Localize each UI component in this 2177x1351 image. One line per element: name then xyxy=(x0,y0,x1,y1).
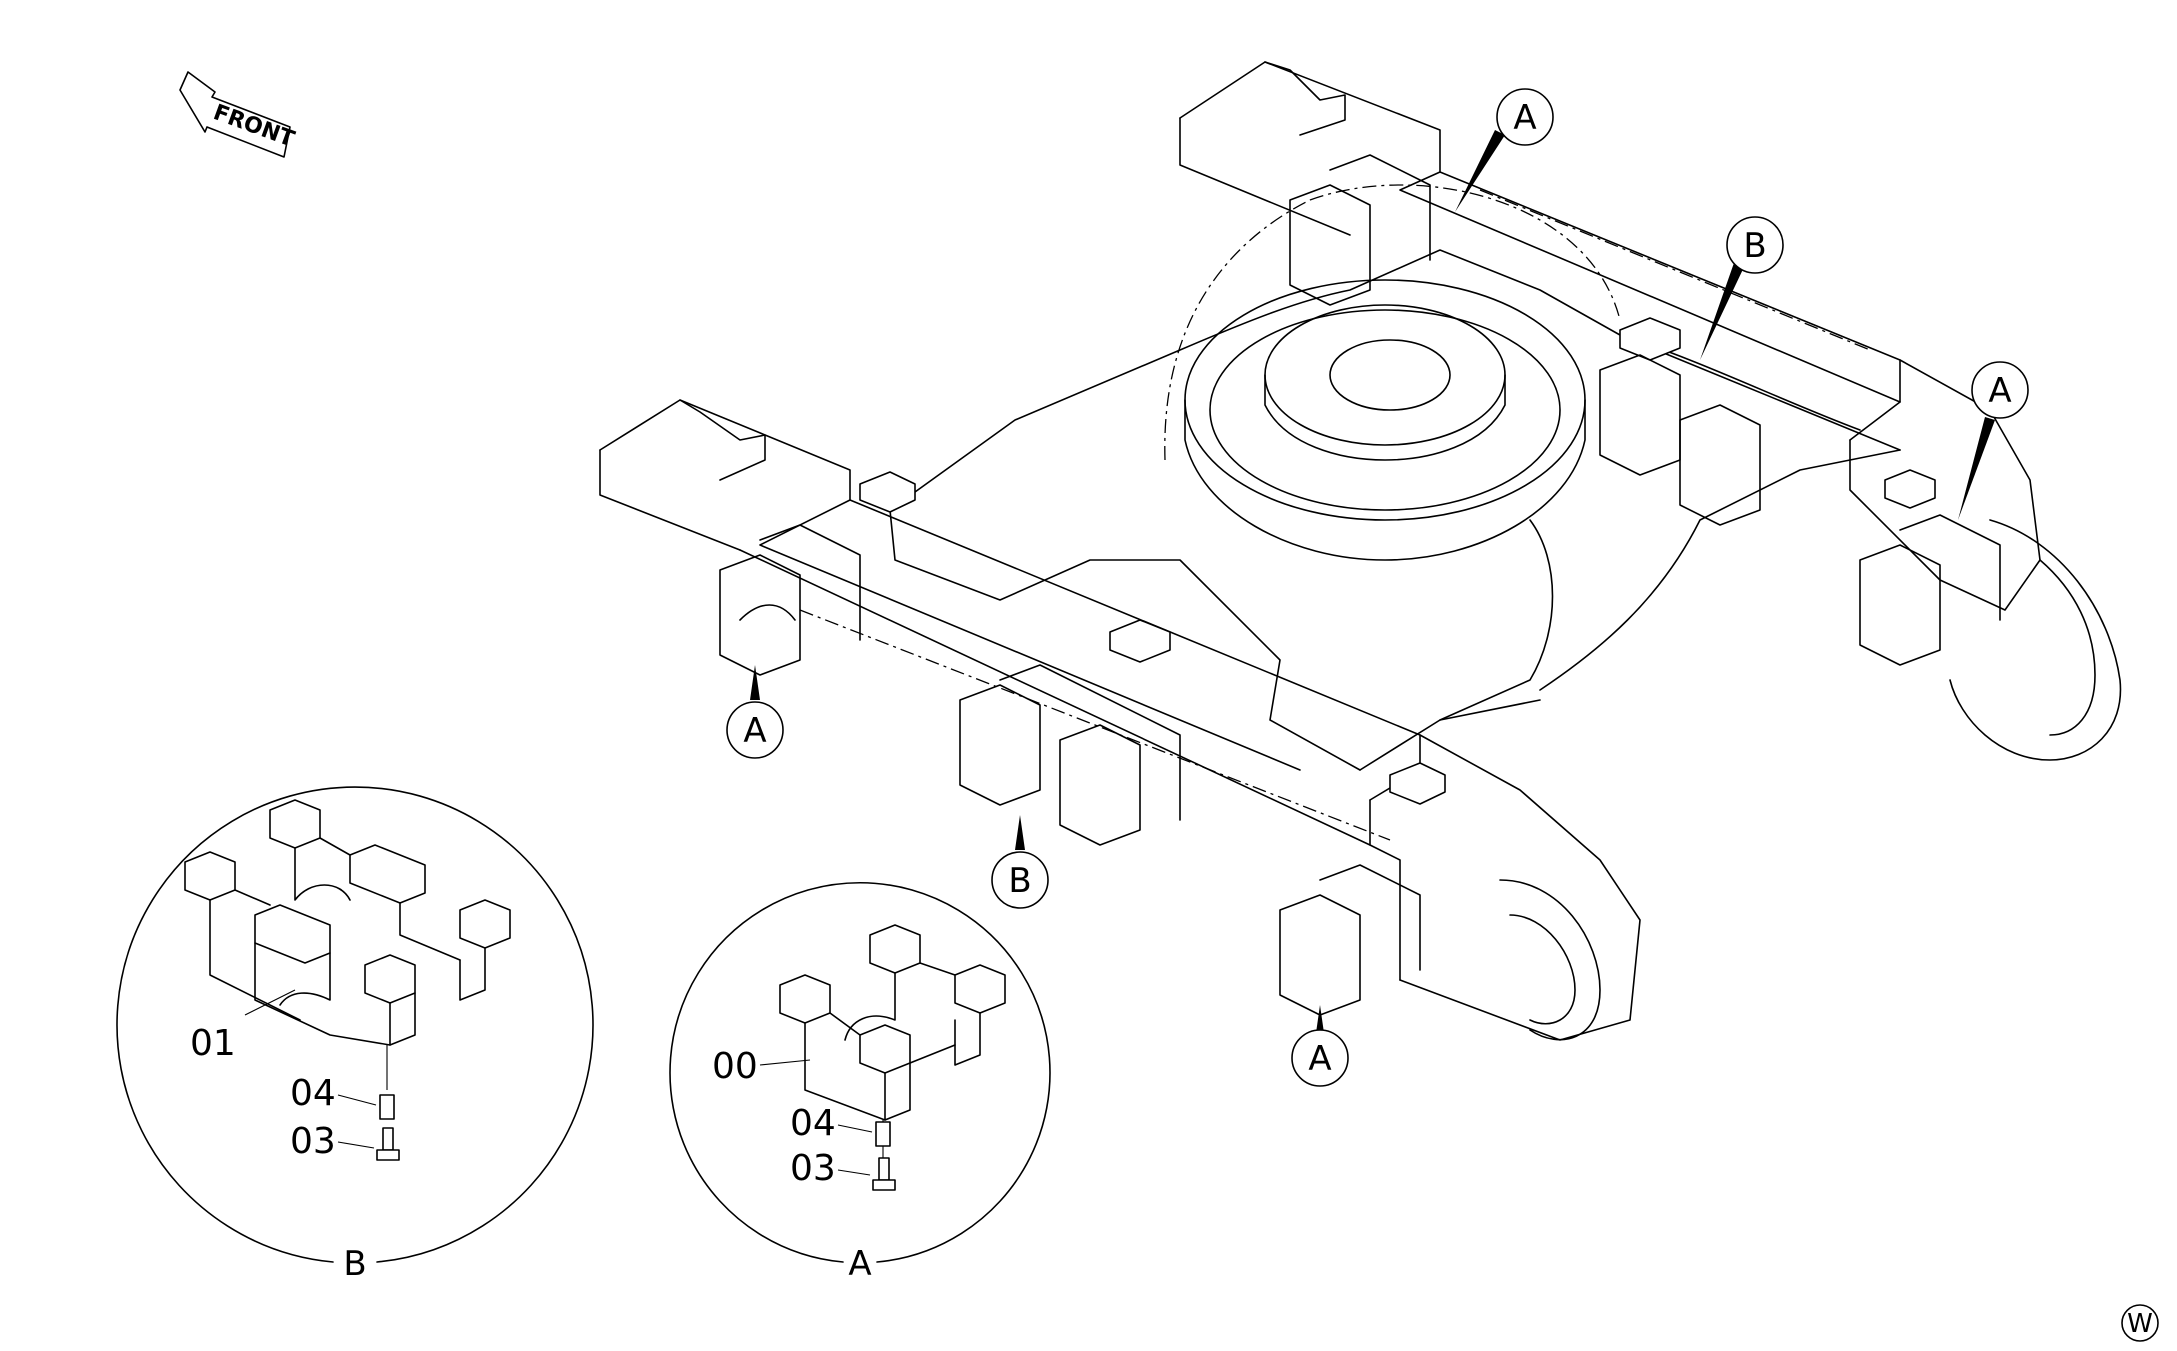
part-label-bolt-a: 03 xyxy=(790,1148,836,1189)
svg-text:W: W xyxy=(2127,1309,2153,1339)
part-label-spacer-b: 04 xyxy=(290,1073,336,1114)
callout-a-top-left: A xyxy=(1496,88,1554,146)
svg-text:A: A xyxy=(1988,371,2011,411)
callout-a-bottom-left: A xyxy=(726,701,784,759)
detail-view-b: B 01 04 03 xyxy=(116,786,594,1284)
svg-text:A: A xyxy=(743,711,766,751)
detail-view-a: A 00 04 03 xyxy=(669,882,1051,1284)
svg-text:A: A xyxy=(1513,98,1536,138)
part-label-spacer-a: 04 xyxy=(790,1103,836,1144)
svg-text:B: B xyxy=(1008,861,1031,901)
svg-text:B: B xyxy=(1743,226,1766,266)
part-label-guard-b: 01 xyxy=(190,1023,236,1064)
frame-guard-clusters xyxy=(719,154,2001,1016)
detail-b-label: B xyxy=(343,1244,366,1284)
part-label-bolt-b: 03 xyxy=(290,1121,336,1162)
corner-mark: W xyxy=(2121,1304,2159,1342)
callout-leaders xyxy=(750,130,1995,1040)
svg-text:A: A xyxy=(1308,1039,1331,1079)
part-label-guard-a: 00 xyxy=(712,1046,758,1087)
track-frame xyxy=(599,61,2122,1041)
callout-a-top-right: A xyxy=(1971,361,2029,419)
detail-a-label: A xyxy=(848,1244,871,1284)
callout-a-bottom-right: A xyxy=(1291,1029,1349,1087)
front-arrow-icon: FRONT xyxy=(179,71,298,158)
callout-b-top-center: B xyxy=(1726,216,1784,274)
callout-b-bottom-center: B xyxy=(991,851,1049,909)
